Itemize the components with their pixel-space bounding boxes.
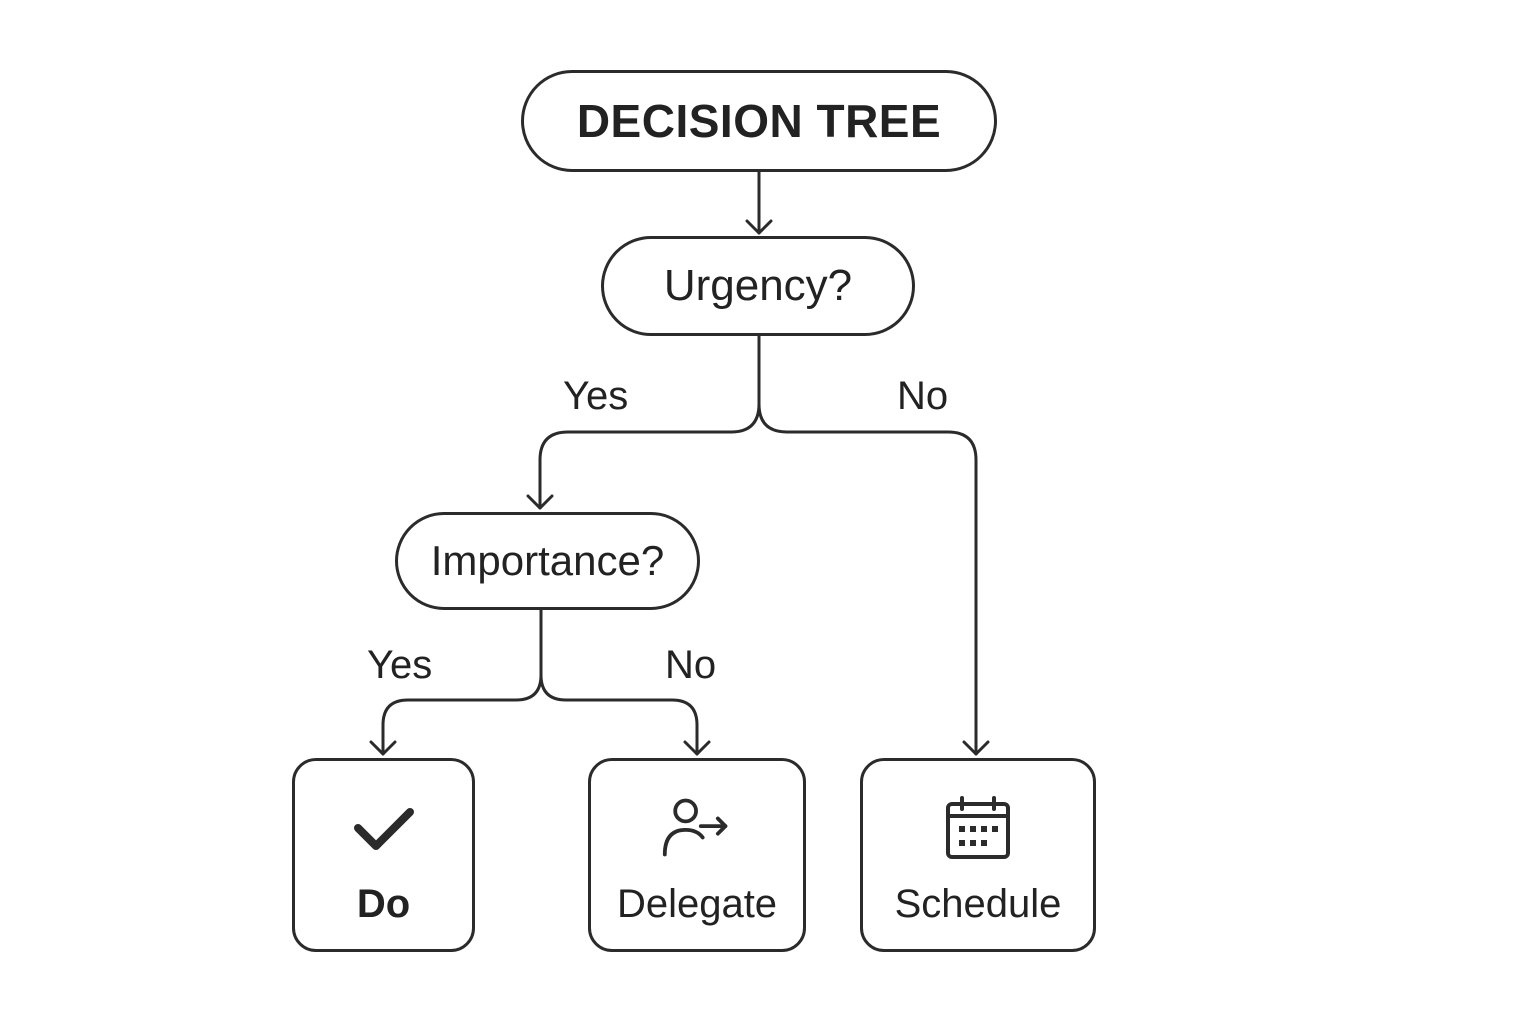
urgency-label: Urgency? <box>663 261 853 310</box>
connector-importance-no <box>539 673 699 756</box>
person-forward-icon <box>661 792 733 864</box>
do-node: Do <box>292 758 475 952</box>
connector-urgency-no <box>757 402 978 756</box>
connector-urgency-yes <box>538 402 761 510</box>
arrowhead-delegate <box>683 740 711 756</box>
checkmark-icon <box>348 792 420 864</box>
do-label: Do <box>356 881 411 926</box>
importance-node: Importance? <box>395 512 700 610</box>
urgency-yes-label: Yes <box>563 374 629 418</box>
arrowhead-do <box>369 740 397 756</box>
diagram-title: DECISION TREE <box>576 95 942 147</box>
urgency-no-label: No <box>897 374 949 418</box>
calendar-icon <box>942 792 1014 864</box>
arrowhead-urgency <box>745 219 773 235</box>
delegate-label: Delegate <box>616 881 778 926</box>
arrowhead-importance <box>526 494 554 510</box>
importance-label: Importance? <box>430 537 665 584</box>
delegate-node: Delegate <box>588 758 806 952</box>
urgency-node: Urgency? <box>601 236 915 336</box>
schedule-label: Schedule <box>894 881 1062 926</box>
title-node: DECISION TREE <box>521 70 997 172</box>
connector-importance-yes <box>381 673 543 756</box>
arrowhead-schedule <box>962 740 990 756</box>
schedule-node: Schedule <box>860 758 1096 952</box>
importance-no-label: No <box>665 643 717 687</box>
importance-yes-label: Yes <box>367 643 433 687</box>
